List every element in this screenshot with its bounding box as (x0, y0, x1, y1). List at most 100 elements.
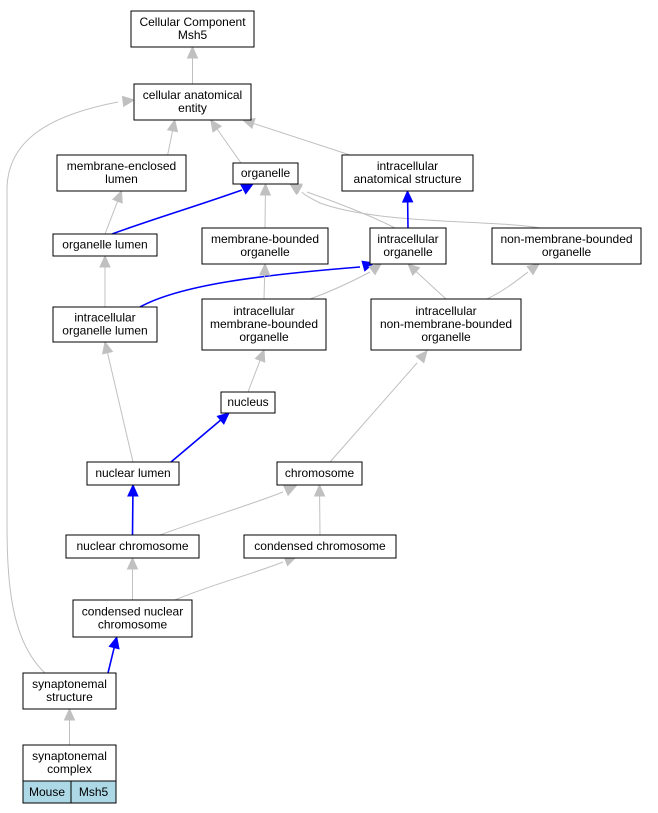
edge-intracellular_anatomical_structure-to-cellular_anatomical_entity (241, 118, 351, 156)
node-chromosome[interactable]: chromosome (276, 461, 363, 486)
edge-line (415, 271, 447, 300)
edge-line (159, 491, 284, 536)
annotation-label: Msh5 (79, 785, 109, 799)
edge-nuclear_lumen-to-nucleus (170, 412, 230, 463)
node-label-line: membrane-enclosed (67, 159, 176, 173)
node-organelle-lumen[interactable]: organelle lumen (52, 233, 158, 257)
arrowhead (368, 263, 382, 276)
node-box (243, 534, 397, 559)
node-nuclear-lumen[interactable]: nuclear lumen (86, 461, 180, 486)
node-box (56, 154, 187, 192)
edge-line (107, 352, 134, 463)
node-intracellular-non-membrane-bounded-organelle[interactable]: intracellularnon-membrane-boundedorganel… (370, 298, 522, 351)
arrowhead (240, 183, 255, 195)
node-label-line: chromosome (285, 466, 355, 480)
node-label-line: entity (178, 101, 207, 115)
node-box (86, 461, 180, 486)
edge-synaptonemal_structure-to-condensed_nuclear_chromosome (107, 635, 120, 674)
node-label-line: non-membrane-bounded (500, 232, 632, 246)
node-label-line: condensed chromosome (254, 539, 386, 553)
node-label-line: synaptonemal (32, 677, 107, 691)
arrowhead (216, 412, 230, 425)
arrowhead (99, 254, 111, 268)
node-nucleus[interactable]: nucleus (220, 391, 276, 414)
node-box (201, 227, 329, 265)
node-label-line: Msh5 (178, 28, 208, 42)
edge-organelle-to-cellular_anatomical_entity (210, 119, 242, 164)
edge-membrane_bounded_organelle-to-organelle (259, 182, 272, 229)
edge-condensed_nuclear_chromosome-to-condensed_chromosome (174, 555, 298, 601)
edge-line (306, 191, 396, 229)
node-label-line: structure (46, 690, 93, 704)
edge-line (247, 360, 261, 393)
node-box (491, 227, 642, 265)
node-label-line: anatomical structure (353, 172, 461, 186)
edge-line (301, 191, 541, 229)
node-label-line: condensed nuclear (82, 605, 183, 619)
node-box (65, 534, 200, 559)
arrowhead (121, 95, 136, 108)
arrowhead (127, 483, 139, 497)
arrowhead (254, 348, 266, 363)
node-box (276, 461, 363, 486)
arrowhead (288, 183, 303, 196)
edge-line (216, 128, 242, 164)
node-condensed-chromosome[interactable]: condensed chromosome (243, 534, 397, 559)
node-label-line: intracellular (415, 304, 476, 318)
edge-line (167, 130, 174, 156)
node-box (232, 162, 299, 185)
node-label-line: complex (47, 762, 92, 776)
edge-intracellular_organelle-to-intracellular_anatomical_structure (401, 189, 414, 229)
node-organelle[interactable]: organelle (232, 162, 299, 185)
arrowhead (111, 189, 123, 204)
node-box (52, 306, 158, 343)
annotation-cell (70, 780, 117, 804)
edge-line (309, 271, 371, 300)
node-box (130, 10, 255, 48)
edge-nucleus-to-intracellular_membrane_bounded_organelle (247, 348, 266, 393)
edge-line (174, 561, 284, 601)
node-label-line: intracellular (377, 159, 438, 173)
edge-organelle_lumen-to-membrane_enclosed_lumen (104, 189, 123, 235)
node-label-line: intracellular (377, 232, 438, 246)
arrowhead (526, 263, 540, 276)
edge-synaptonemal_structure-to-cellular_anatomical_entity (6, 95, 136, 674)
edge-nuclear_lumen-to-intracellular_organelle_lumen (101, 340, 134, 463)
node-label-line: organelle lumen (62, 324, 147, 338)
arrowhead (126, 556, 139, 570)
node-nuclear-chromosome[interactable]: nuclear chromosome (65, 534, 200, 559)
arrowhead (407, 263, 421, 277)
annotation-label: Mouse (29, 785, 65, 799)
node-label-line: Cellular Component (139, 15, 246, 29)
node-label-line: lumen (105, 172, 138, 186)
node-label-line: organelle (239, 330, 289, 344)
node-label-line: membrane-bounded (211, 232, 319, 246)
node-box (201, 298, 327, 351)
edge-intracellular_non_membrane_bounded_organelle-to-intracellular_organelle (407, 263, 447, 300)
arrowhead (186, 45, 199, 59)
node-box (72, 599, 193, 638)
edge-line (263, 274, 266, 300)
arrowhead (166, 118, 179, 133)
edge-line (486, 271, 529, 300)
edge-intracellular_non_membrane_bounded_organelle-to-non_membrane_bounded_organelle (486, 263, 540, 300)
arrowhead (259, 182, 272, 196)
edge-line (170, 419, 222, 463)
node-box (52, 233, 158, 257)
edge-membrane_enclosed_lumen-to-cellular_anatomical_entity (166, 118, 179, 156)
edge-line (107, 647, 115, 674)
node-box (22, 672, 117, 710)
